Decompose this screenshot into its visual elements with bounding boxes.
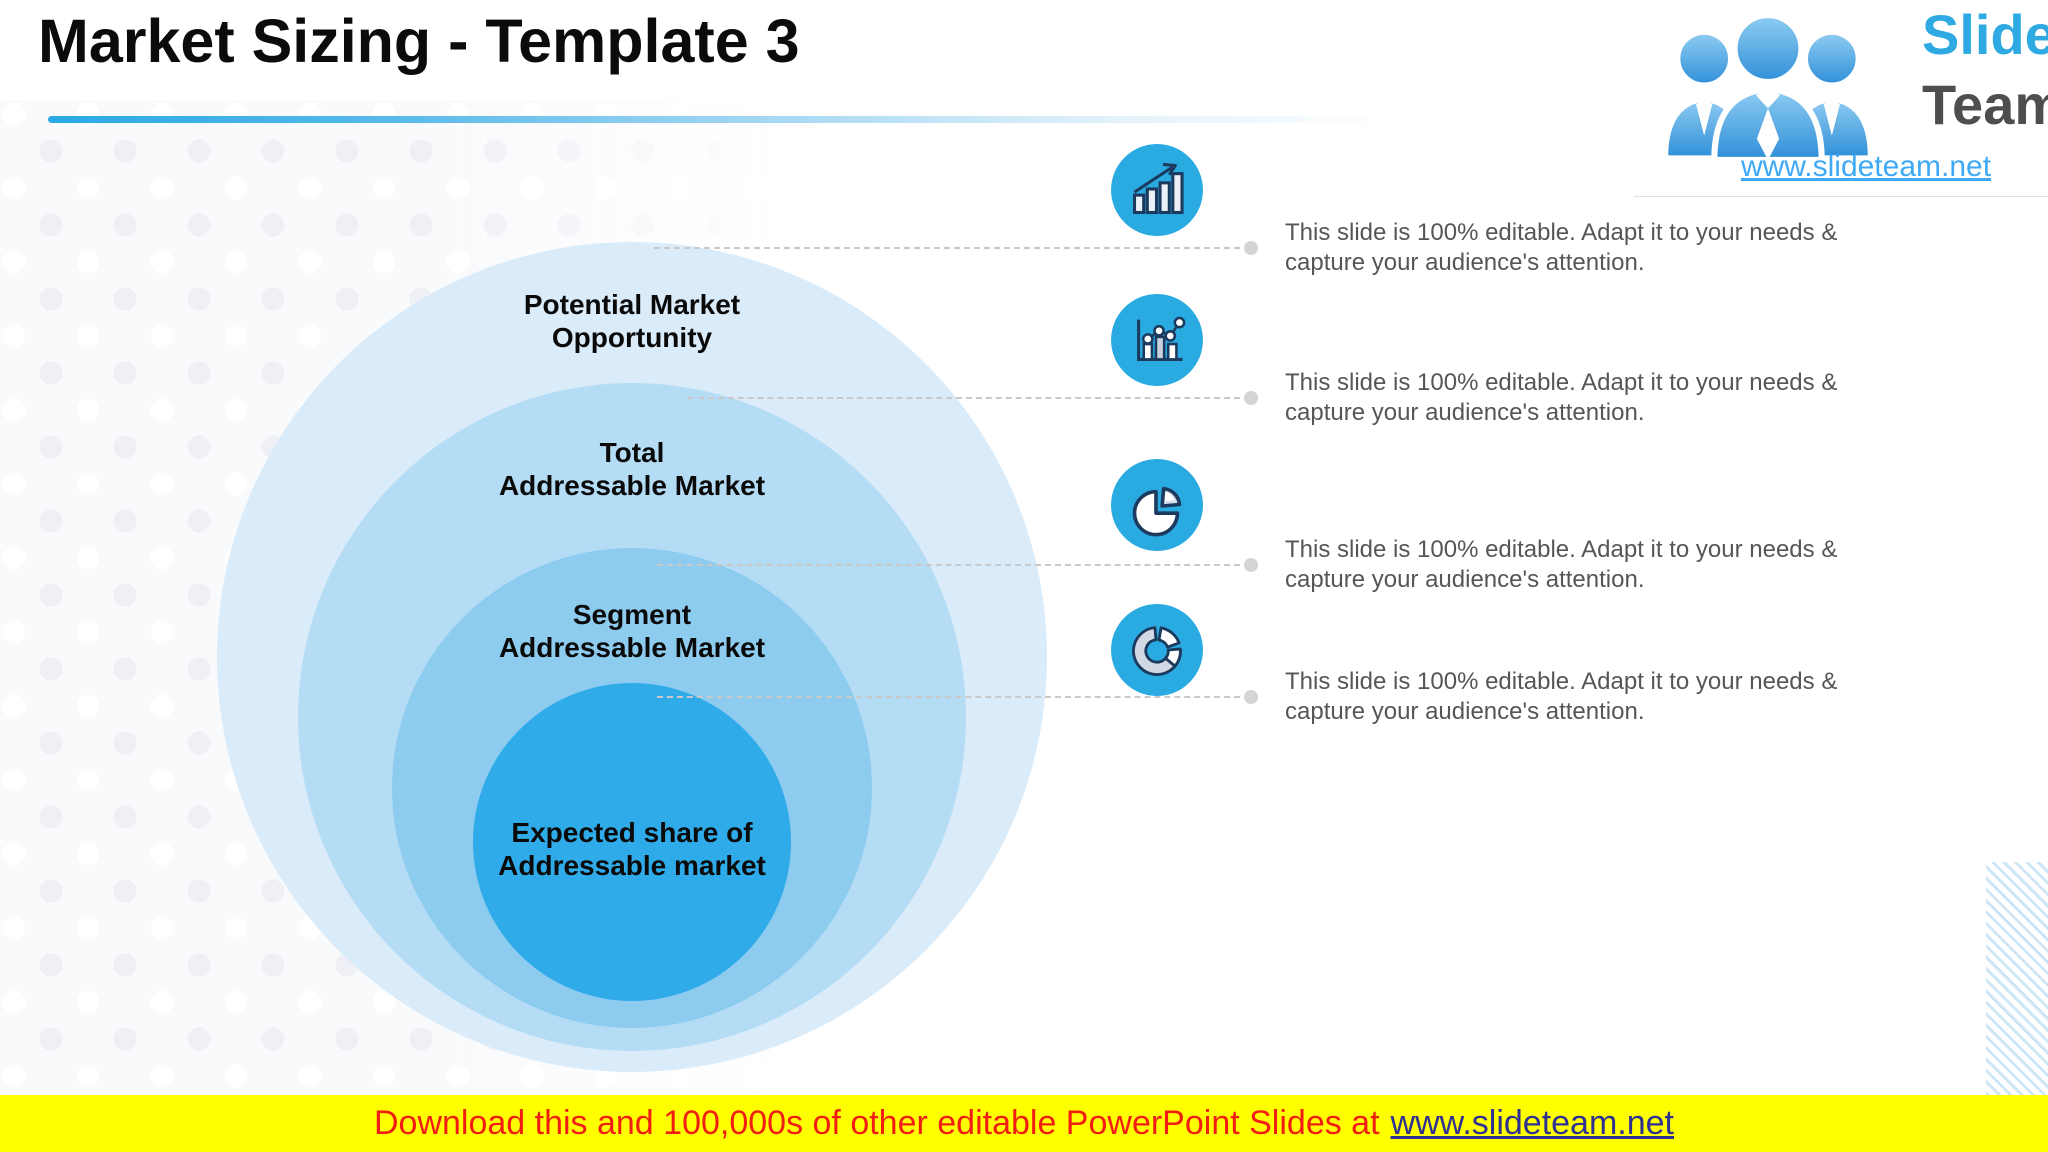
download-banner-link[interactable]: www.slideteam.net (1390, 1104, 1674, 1142)
brand-team-text: Team (1922, 73, 2048, 136)
corner-stripes-decoration (1986, 862, 2048, 1095)
pie-chart-icon (1110, 458, 1204, 552)
circle-expected-share (473, 683, 791, 1001)
title-underline (48, 116, 1393, 123)
callout-text-3: This slide is 100% editable. Adapt it to… (1285, 536, 1838, 593)
download-banner-text: Download this and 100,000s of other edit… (373, 1104, 1380, 1142)
callout-text-1: This slide is 100% editable. Adapt it to… (1285, 219, 1838, 276)
logo-website-link[interactable]: www.slideteam.net (1740, 150, 1992, 183)
page-title: Market Sizing - Template 3 (38, 7, 800, 75)
label-potential-market: Potential Market Opportunity (523, 289, 741, 353)
label-segment-addressable: Segment Addressable Market (498, 599, 766, 663)
people-logo-icon (1663, 12, 1873, 162)
callout-text-2: This slide is 100% editable. Adapt it to… (1285, 369, 1838, 426)
download-banner: Download this and 100,000s of other edit… (0, 1095, 2048, 1152)
connector-line-4 (657, 690, 1258, 704)
bar-line-chart-icon (1110, 293, 1204, 387)
brand-slide-text: Slide (1922, 3, 2048, 66)
connector-line-1 (654, 241, 1258, 255)
donut-chart-icon (1110, 603, 1204, 697)
callout-text-4: This slide is 100% editable. Adapt it to… (1285, 668, 1838, 725)
slideteam-logo: Slide Team www.slideteam.net (1634, 0, 2048, 197)
brand-wordmark: Slide Team (1922, 0, 2048, 140)
label-total-addressable: Total Addressable Market (498, 437, 766, 501)
connector-line-2 (688, 391, 1258, 405)
connector-line-3 (657, 558, 1258, 572)
growth-bar-chart-icon (1110, 143, 1204, 237)
label-expected-share: Expected share of Addressable market (498, 817, 766, 881)
